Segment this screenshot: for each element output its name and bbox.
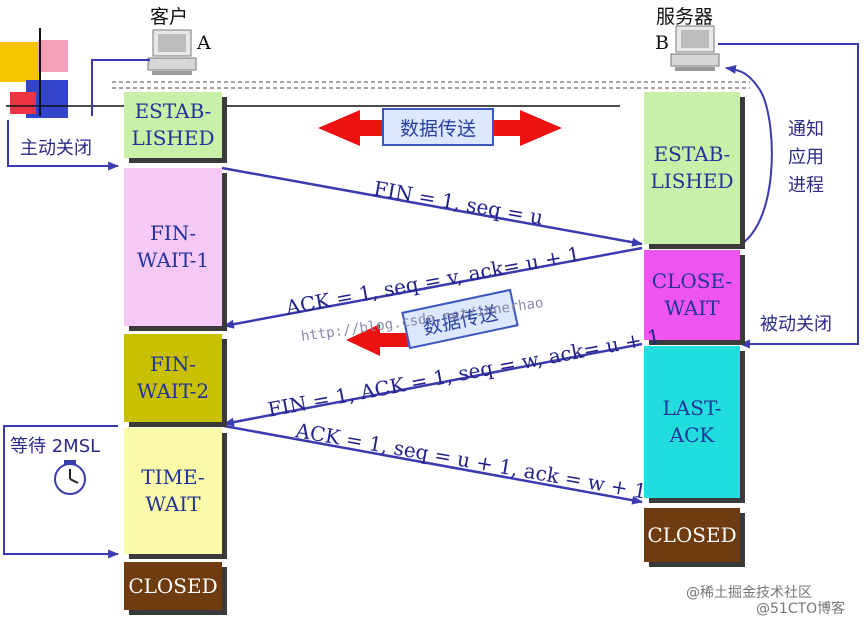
ack2-arrow (223, 424, 643, 505)
client-state-closed: CLOSED (124, 562, 222, 610)
footer-credit: @稀土掘金技术社区 (686, 585, 812, 601)
client-computer-icon (147, 29, 197, 75)
left-arrow-icon (346, 324, 410, 356)
client-state-established: ESTAB- LISHED (124, 92, 222, 158)
ack1-arrow (223, 246, 643, 329)
server-label: 服务器 (656, 6, 714, 28)
client-state-fin-wait-2: FIN- WAIT-2 (124, 334, 222, 422)
server-computer-icon (670, 25, 720, 71)
client-letter: A (197, 32, 211, 54)
active-close-label: 主动关闭 (20, 138, 92, 159)
wait-2msl-label: 等待 2MSL (10, 436, 101, 457)
server-state-established: ESTAB- LISHED (644, 92, 740, 244)
client-state-fin-wait-1: FIN- WAIT-1 (124, 168, 222, 326)
decorative-corner-logo (0, 28, 620, 118)
fin1-arrow (221, 166, 643, 247)
server-state-last-ack: LAST- ACK (644, 346, 740, 498)
passive-close-label: 被动关闭 (760, 314, 832, 335)
server-state-closed: CLOSED (644, 508, 740, 562)
notify-app-label: 通知 应用 进程 (788, 119, 824, 196)
server-letter: B (655, 32, 669, 54)
data-transfer-box-top: 数据传送 (382, 108, 494, 146)
server-state-close-wait: CLOSE- WAIT (644, 250, 740, 340)
client-state-time-wait: TIME- WAIT (124, 428, 222, 554)
clock-icon (54, 460, 86, 495)
footer-credit-2: @51CTO博客 (756, 601, 846, 617)
client-label: 客户 (150, 6, 189, 28)
fin2-arrow (223, 342, 643, 427)
